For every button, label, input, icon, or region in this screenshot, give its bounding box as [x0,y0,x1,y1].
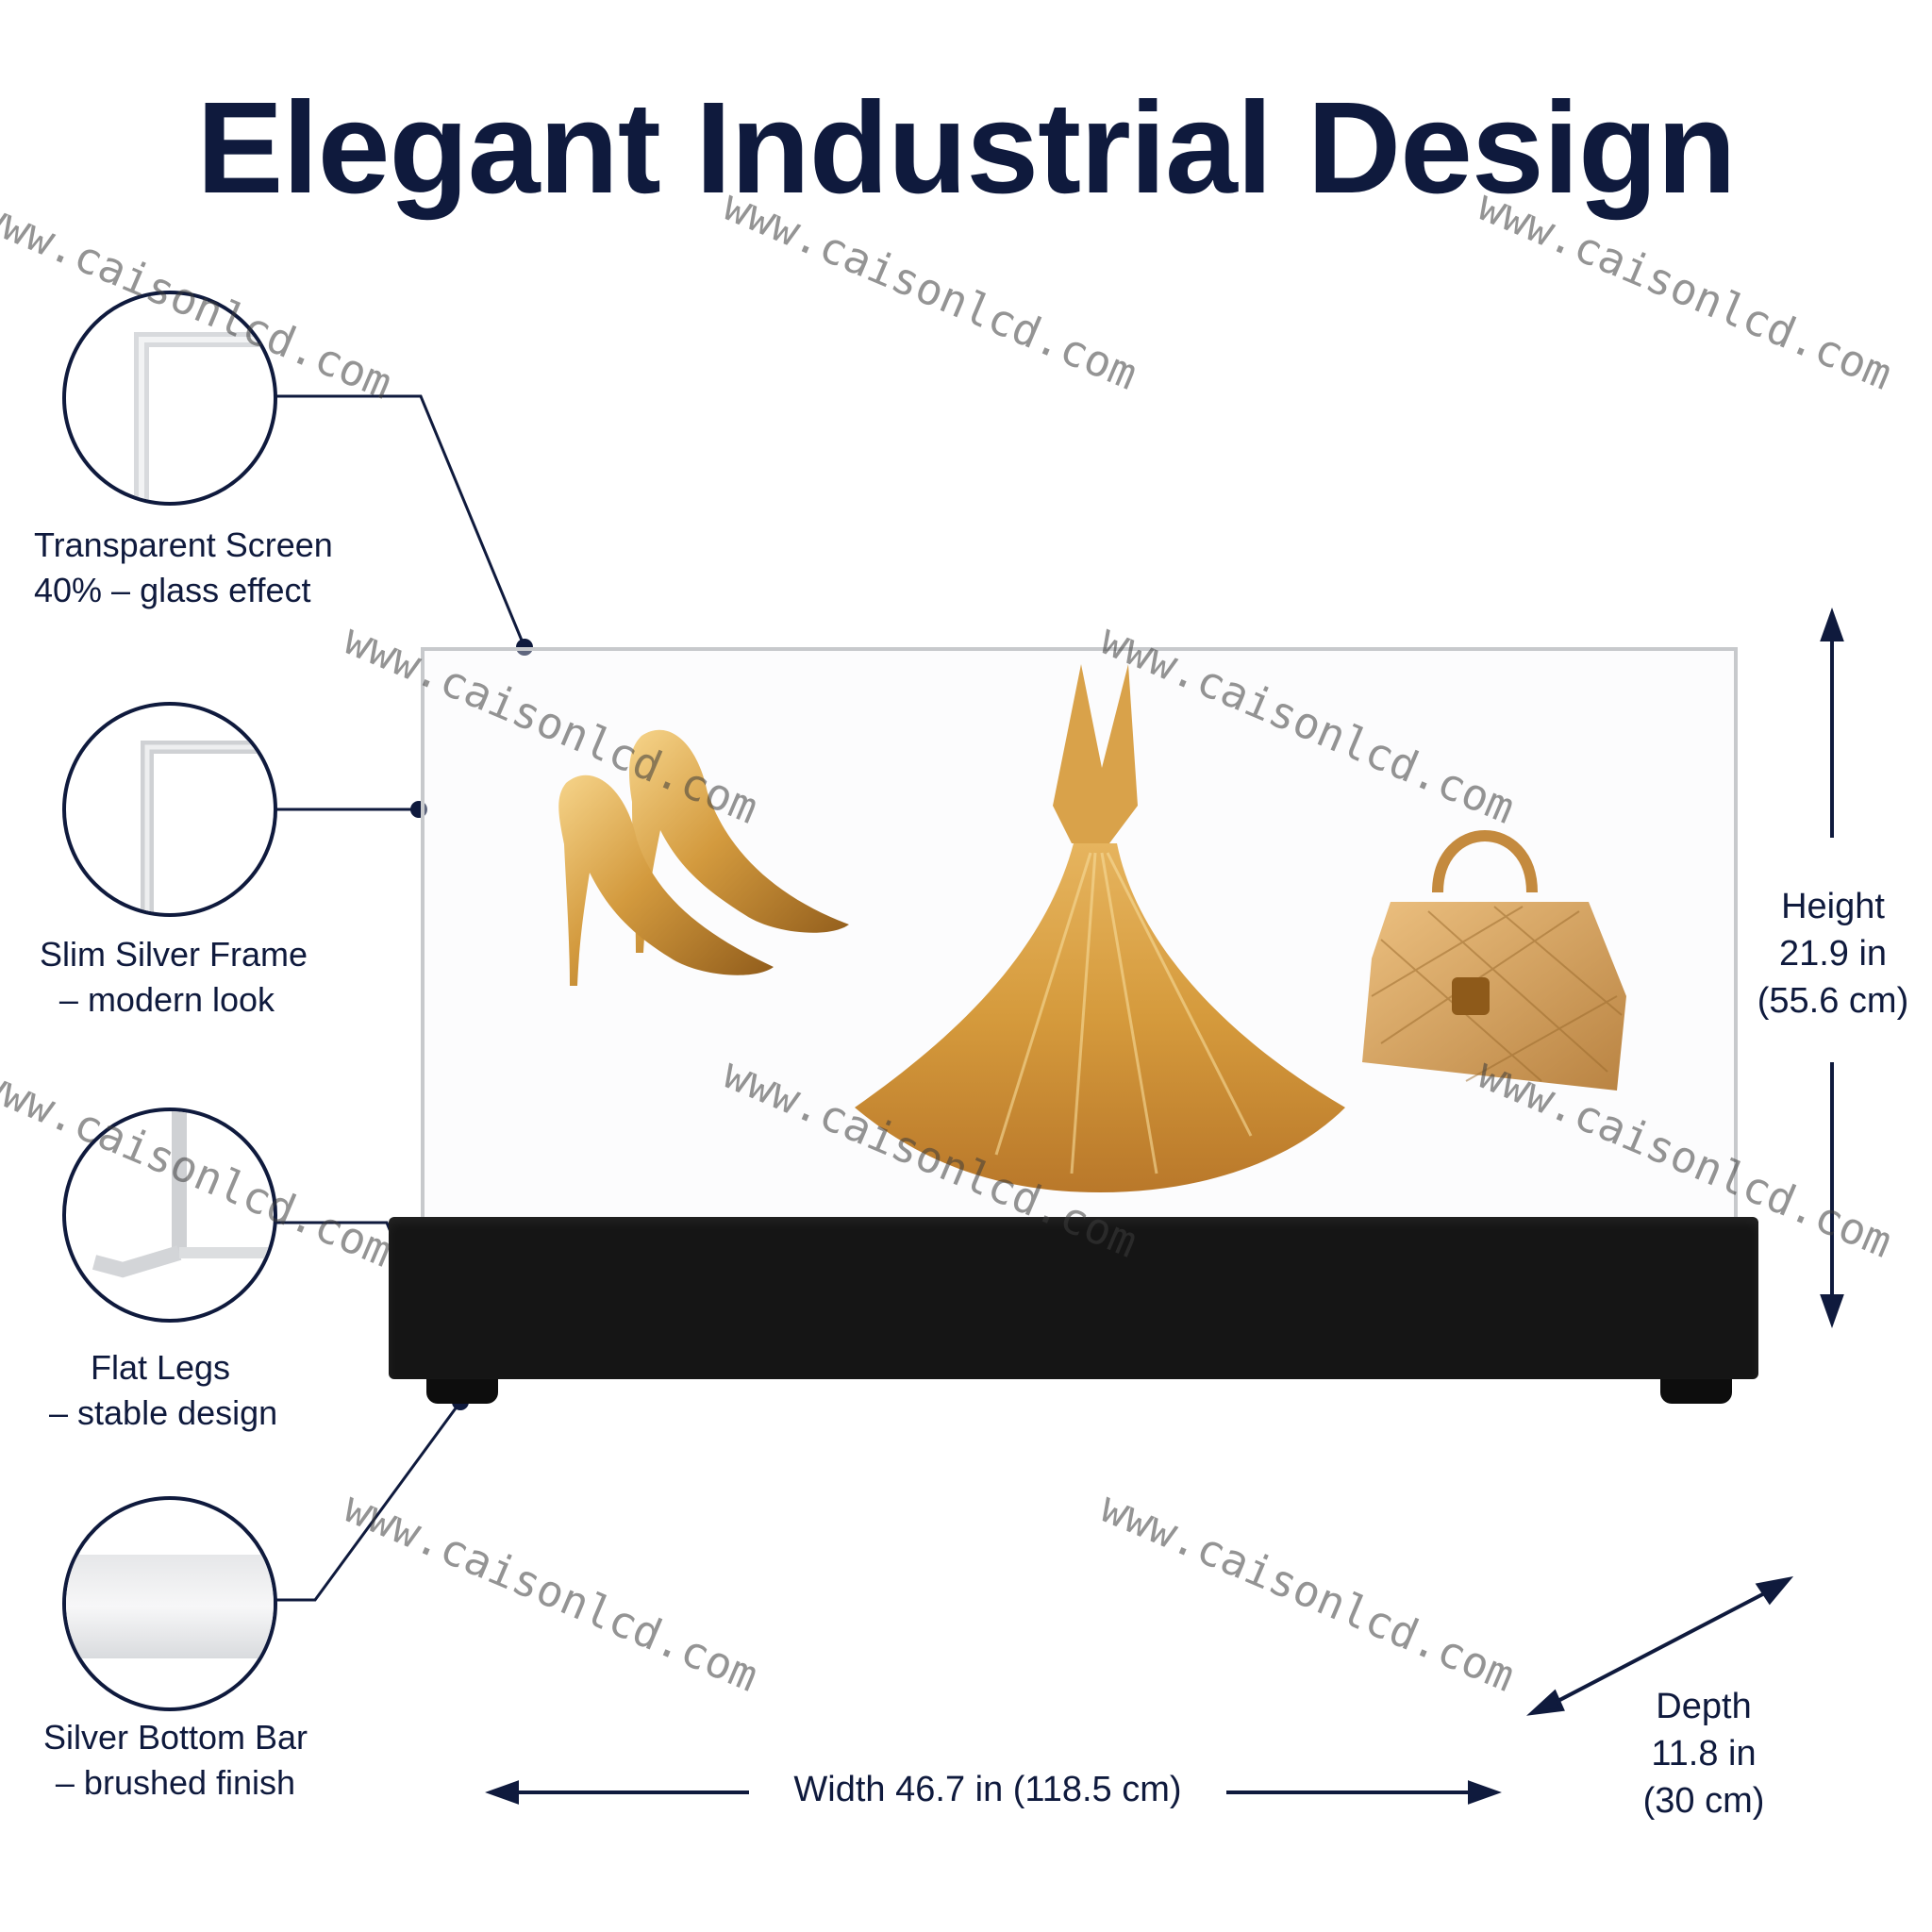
callout-frame-thumbnail [62,702,277,917]
callout-label-legs: Flat Legs – stable design [49,1348,278,1432]
handbag-icon [1362,830,1626,1091]
callout-screen-thumbnail [62,291,277,506]
foot-left [426,1379,498,1404]
height-dimension: Height 21.9 in (55.6 cm) [1757,887,1909,1021]
silver-bottom-bar [389,1217,1758,1379]
callout-legs-thumbnail [62,1108,277,1323]
page-title: Elegant Industrial Design [196,75,1736,221]
silver-bar-icon [66,1555,274,1658]
width-dimension: Width 46.7 in (118.5 cm) [793,1770,1182,1809]
arrow-icon [1820,608,1844,641]
callout-label-bar: Silver Bottom Bar – brushed finish [42,1718,308,1802]
transparent-screen [421,647,1738,1223]
connector-screen [272,394,526,648]
flat-leg-icon [92,1111,274,1278]
arrow-icon [1820,1294,1844,1328]
foot-right [1660,1379,1732,1404]
arrow-icon [1526,1689,1565,1716]
arrow-icon [485,1780,519,1805]
connector-bar [270,1401,462,1602]
depth-dimension: Depth 11.8 in (30 cm) [1642,1687,1765,1821]
glass-corner-icon [134,332,274,502]
callout-label-screen: Transparent Screen 40% – glass effect [34,525,333,609]
shoes-icon [558,729,849,986]
frame-corner-icon [141,741,274,913]
arrow-icon [1755,1576,1794,1606]
arrow-icon [1468,1780,1502,1805]
callout-label-frame: Slim Silver Frame – modern look [40,935,308,1019]
dress-icon [855,664,1345,1192]
callout-bar-thumbnail [62,1496,277,1711]
